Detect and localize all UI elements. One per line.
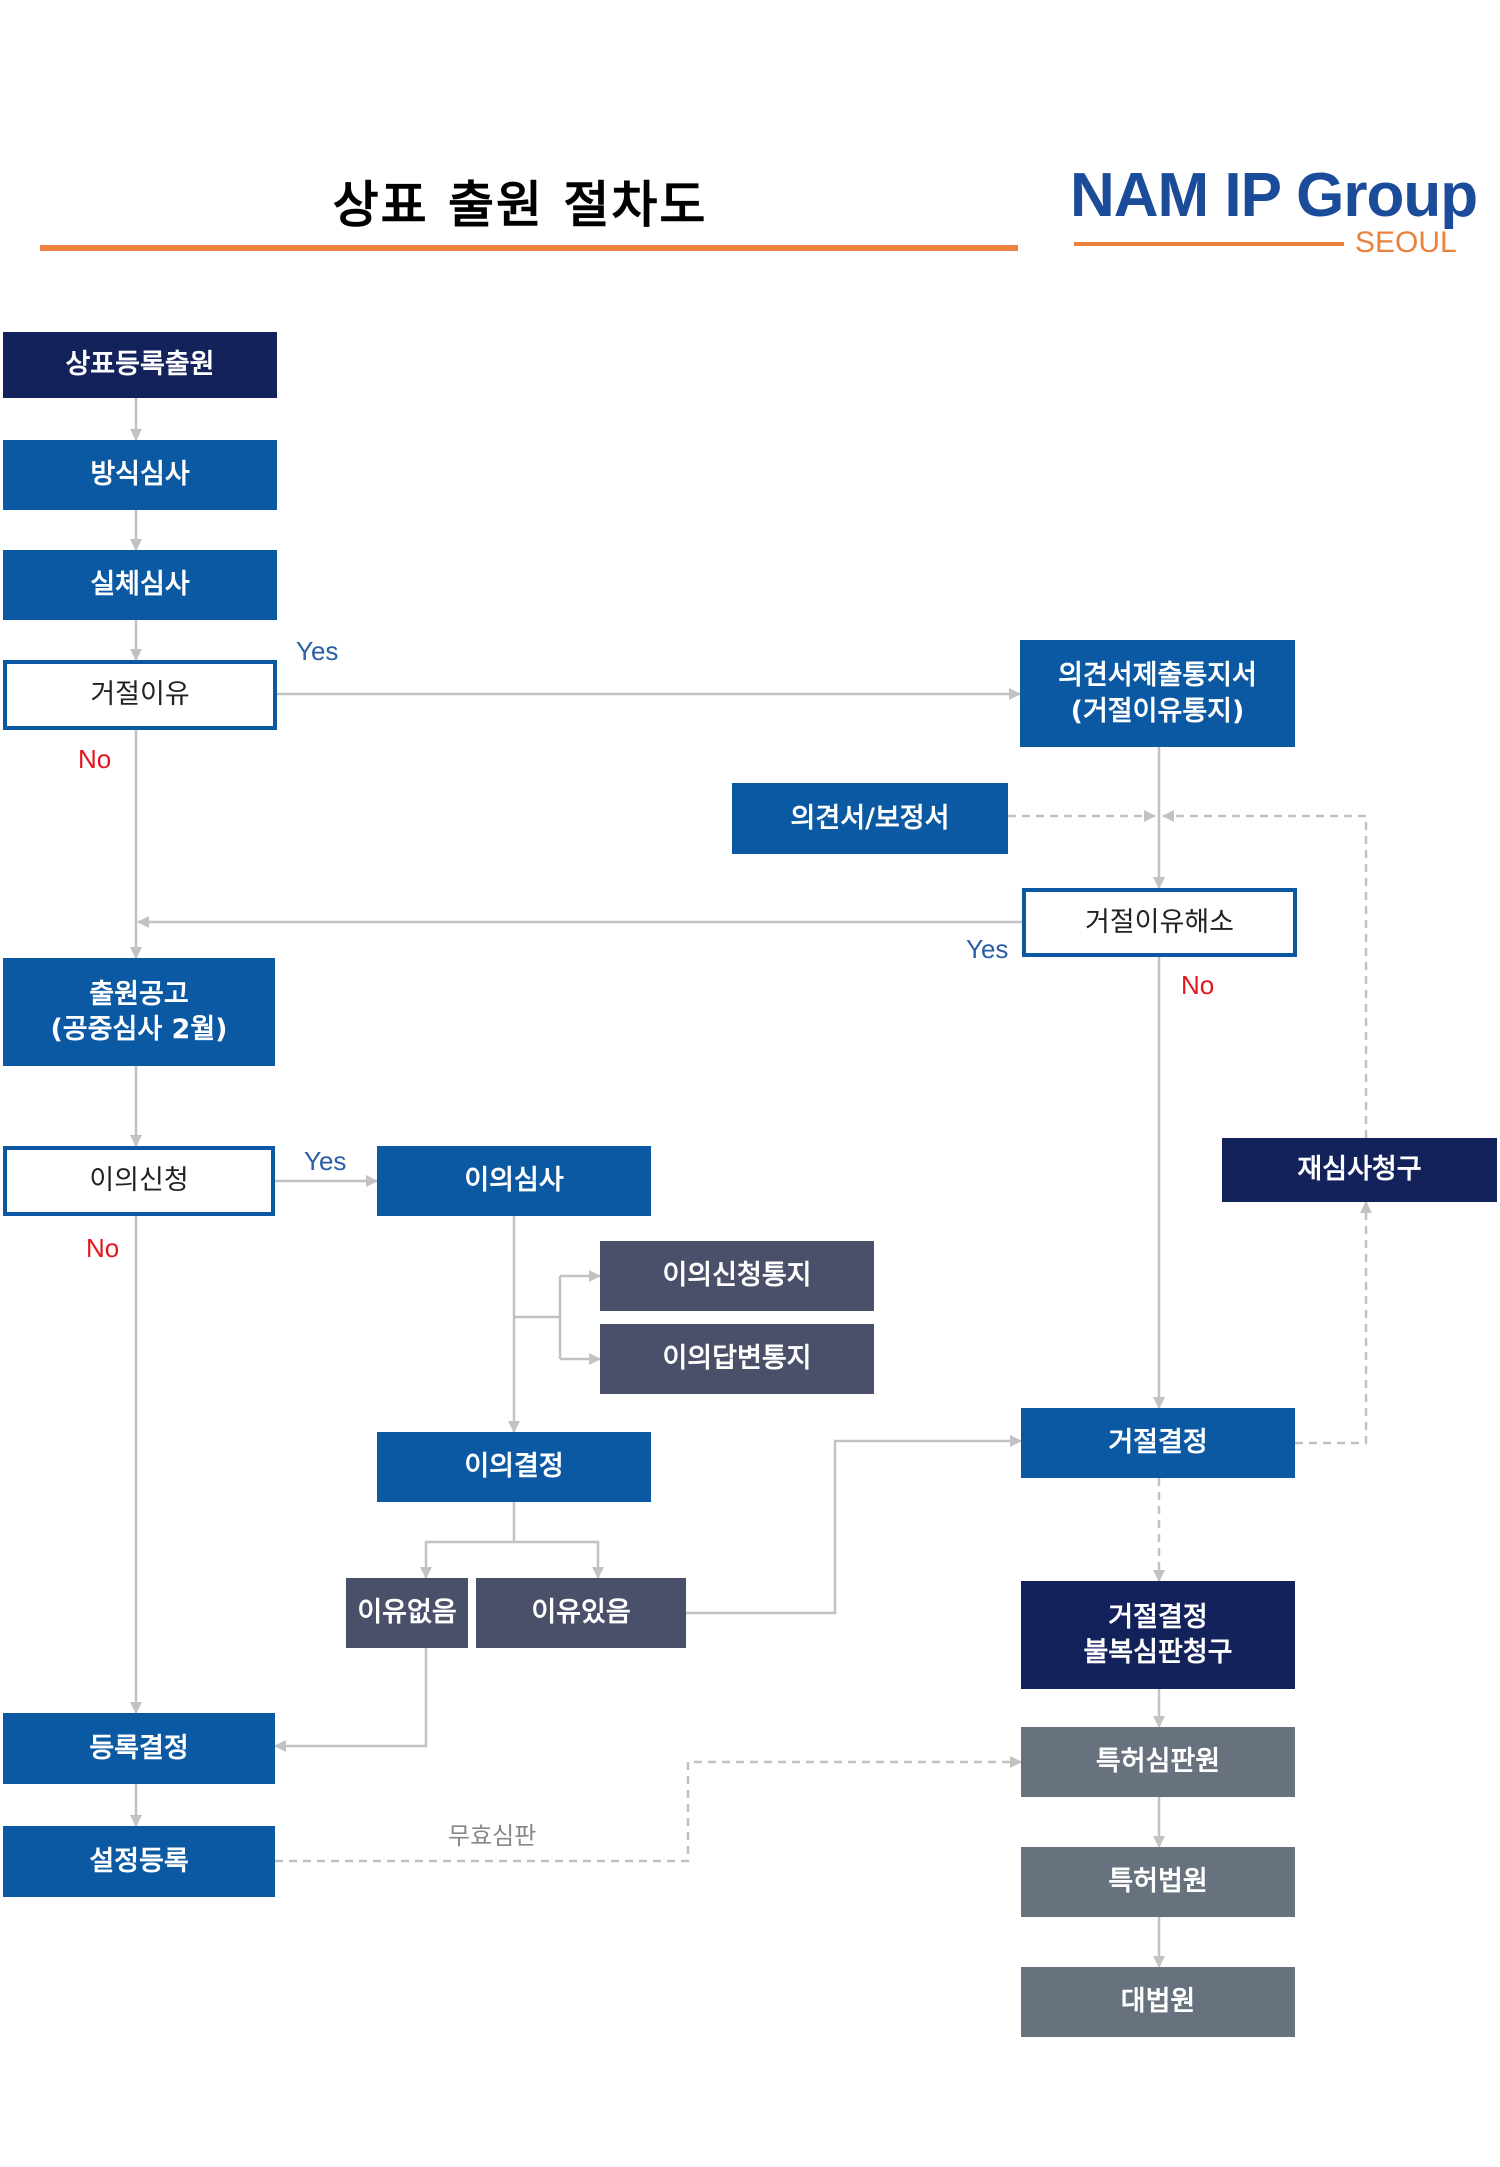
node-resolved: 거절이유해소 [1022, 888, 1297, 957]
dashed-reexam-return [1162, 810, 1368, 1138]
node-appeal: 거절결정 불복심판청구 [1021, 1581, 1295, 1689]
node-formal-exam: 방식심사 [3, 440, 277, 510]
arrow-nomerit-registration [274, 1648, 428, 1752]
node-opposition-review: 이의심사 [377, 1146, 651, 1216]
node-response: 의견서/보정서 [732, 783, 1008, 854]
label-yes-resolved: Yes [966, 934, 1009, 964]
node-filing: 상표등록출원 [3, 332, 277, 398]
node-ip-tribunal: 특허심판원 [1021, 1727, 1295, 1797]
node-rejection-decision: 거절결정 [1021, 1408, 1295, 1478]
node-rejection-reason: 거절이유 [3, 660, 277, 730]
node-opposition-notice: 이의신청통지 [600, 1241, 874, 1311]
node-registration-decision: 등록결정 [3, 1713, 275, 1784]
label-no-resolved: No [1181, 970, 1215, 1000]
title-underline [40, 245, 1018, 251]
page-title: 상표 출원 절차도 [332, 176, 708, 234]
node-office-action: 의견서제출통지서 (거절이유통지) [1020, 640, 1295, 747]
node-registration: 설정등록 [3, 1826, 275, 1897]
dashed-rejection-reexam [1295, 1201, 1372, 1445]
arrow-to-has-merit [514, 1540, 604, 1579]
label-no-opposition: No [86, 1233, 120, 1263]
node-substantive-exam: 실체심사 [3, 550, 277, 620]
node-has-merit: 이유있음 [476, 1578, 686, 1648]
node-opposition-answer: 이의답변통지 [600, 1324, 874, 1394]
node-patent-court: 특허법원 [1021, 1847, 1295, 1917]
node-opposition-decision: 이의결정 [377, 1432, 651, 1502]
node-reexam-request: 재심사청구 [1222, 1138, 1497, 1202]
label-yes-rejection: Yes [296, 636, 339, 666]
company-logo: NAM IP Group [1070, 161, 1478, 230]
node-supreme-court: 대법원 [1021, 1967, 1295, 2037]
logo-underline [1074, 242, 1344, 246]
node-publication: 출원공고 (공중심사 2월) [3, 958, 275, 1066]
node-no-merit: 이유없음 [346, 1578, 468, 1648]
label-invalidation-trial: 무효심판 [448, 1822, 537, 1850]
label-no-rejection: No [78, 744, 112, 774]
label-yes-opposition: Yes [304, 1146, 347, 1176]
arrow-merit-rejection [686, 1435, 1022, 1615]
dashed-invalidation [275, 1756, 1022, 1863]
node-opposition: 이의신청 [3, 1146, 275, 1216]
logo-subtitle: SEOUL [1355, 226, 1457, 259]
arrow-to-no-merit [420, 1502, 516, 1579]
